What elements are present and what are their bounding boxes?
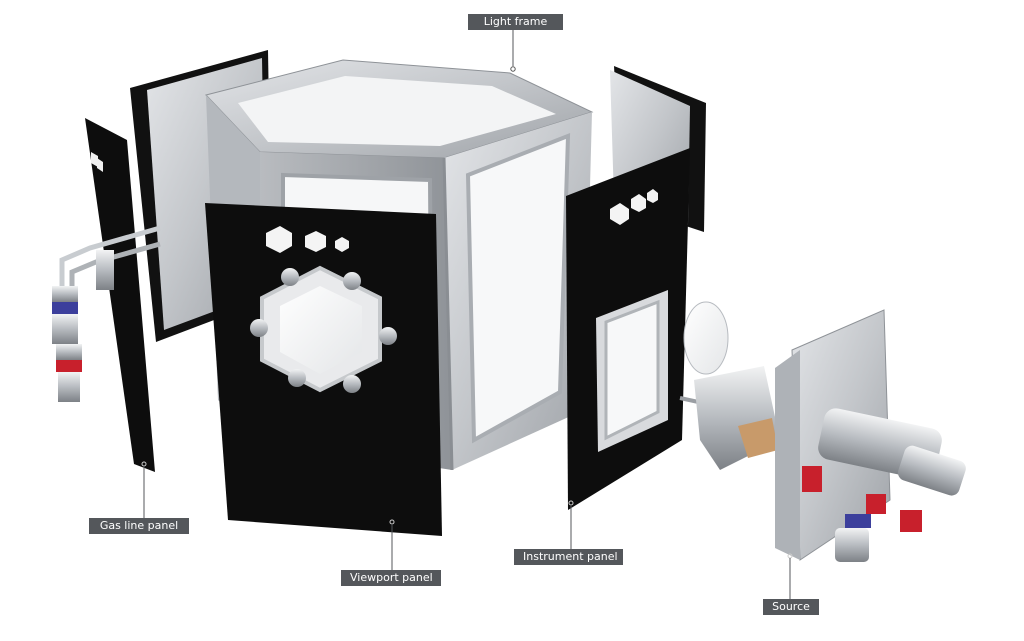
label-source: Source	[763, 599, 819, 615]
label-instrument-panel: Instrument panel	[514, 549, 623, 565]
label-viewport-panel: Viewport panel	[341, 570, 441, 586]
instrument-panel	[566, 148, 690, 510]
viewport-panel	[205, 203, 442, 536]
label-light-frame: Light frame	[468, 14, 563, 30]
viewport-window	[250, 265, 397, 393]
gas-fittings	[52, 225, 161, 402]
instrument-window	[596, 290, 668, 452]
label-gas-line-panel: Gas line panel	[89, 518, 189, 534]
source-assembly	[679, 301, 966, 562]
callout-leaders	[143, 30, 791, 599]
gas-line-panel	[85, 118, 155, 472]
